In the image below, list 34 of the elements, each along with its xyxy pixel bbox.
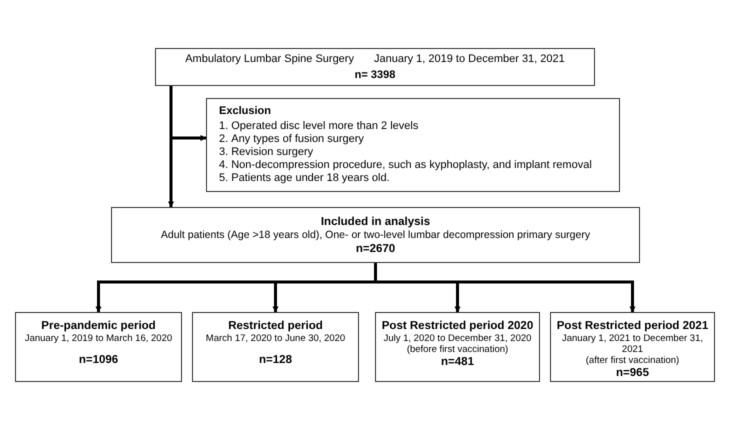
list-item: 3. Revision surgery [219, 146, 314, 159]
detail-text: March 17, 2020 to June 30, 2020 [206, 333, 346, 344]
box-text: Ambulatory Lumbar Spine Surgery [185, 52, 354, 66]
list-item: 5. Patients age under 18 years old. [219, 172, 390, 185]
detail-text: (after first vaccination) [586, 355, 680, 366]
count-text: n= 3398 [354, 68, 396, 83]
process-box [155, 48, 595, 86]
heading-text: Pre-pandemic period [41, 319, 156, 333]
box-text: January 1, 2019 to December 31, 2021 [374, 52, 565, 66]
detail-text: January 1, 2021 to December 31, 2021 [560, 333, 704, 355]
process-box [192, 312, 359, 382]
detail-text: Adult patients (Age >18 years old), One- or two-level lumbar decompression primary surgery [160, 228, 590, 242]
list-item: 2. Any types of fusion surgery [219, 133, 364, 146]
heading-text: Exclusion [219, 105, 271, 118]
arrow [374, 263, 636, 312]
heading-text: Included in analysis [320, 214, 430, 228]
detail-text: (before first vaccination) [406, 344, 508, 355]
count-text: n=128 [259, 353, 292, 367]
detail-text: January 1, 2019 to March 16, 2020 [24, 333, 172, 344]
count-text: n=481 [441, 355, 474, 369]
exclusion-box [206, 98, 620, 192]
heading-text: Post Restricted period 2020 [382, 319, 534, 333]
count-text: n=965 [616, 366, 649, 380]
detail-text: July 1, 2020 to December 31, 2020 [384, 333, 532, 344]
process-box [15, 312, 182, 382]
process-box [111, 207, 640, 263]
list-item: 4. Non-decompression procedure, such as kyphoplasty, and implant removal [219, 159, 592, 172]
process-box [375, 312, 540, 382]
process-box [550, 312, 715, 382]
list-item: 1. Operated disc level more than 2 levels [219, 120, 418, 133]
count-text: n=2670 [356, 242, 396, 256]
heading-text: Post Restricted period 2021 [556, 319, 708, 333]
heading-text: Restricted period [228, 319, 323, 333]
count-text: n=1096 [78, 353, 118, 367]
